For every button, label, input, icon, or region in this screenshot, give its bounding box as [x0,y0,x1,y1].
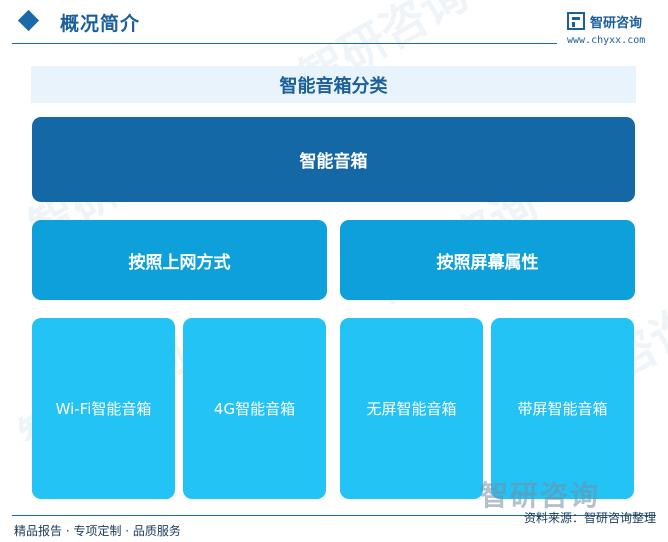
footer-slogan: 精品报告 · 专项定制 · 品质服务 [14,524,181,538]
leaf-node-with-screen: 带屏智能音箱 [491,318,634,499]
section-title: 智能音箱分类 [31,66,636,103]
footer-source: 资料来源：智研咨询整理 [523,511,656,525]
leaf-node-wifi: Wi-Fi智能音箱 [32,318,175,499]
leaf-node-no-screen: 无屏智能音箱 [340,318,483,499]
brand-logo-icon [567,12,585,30]
diagram-root-node: 智能音箱 [32,117,635,202]
category-node-screen: 按照屏幕属性 [340,220,635,300]
watermark-brand: 智研咨询 [480,479,601,512]
page-title: 概况简介 [60,13,141,35]
header-divider [12,43,557,44]
brand-name: 智研咨询 [590,16,643,31]
footer-divider [12,515,656,516]
category-node-network: 按照上网方式 [32,220,327,300]
brand-url: www.chyxx.com [567,35,646,46]
header-diamond-icon [17,9,40,32]
leaf-node-4g: 4G智能音箱 [183,318,326,499]
